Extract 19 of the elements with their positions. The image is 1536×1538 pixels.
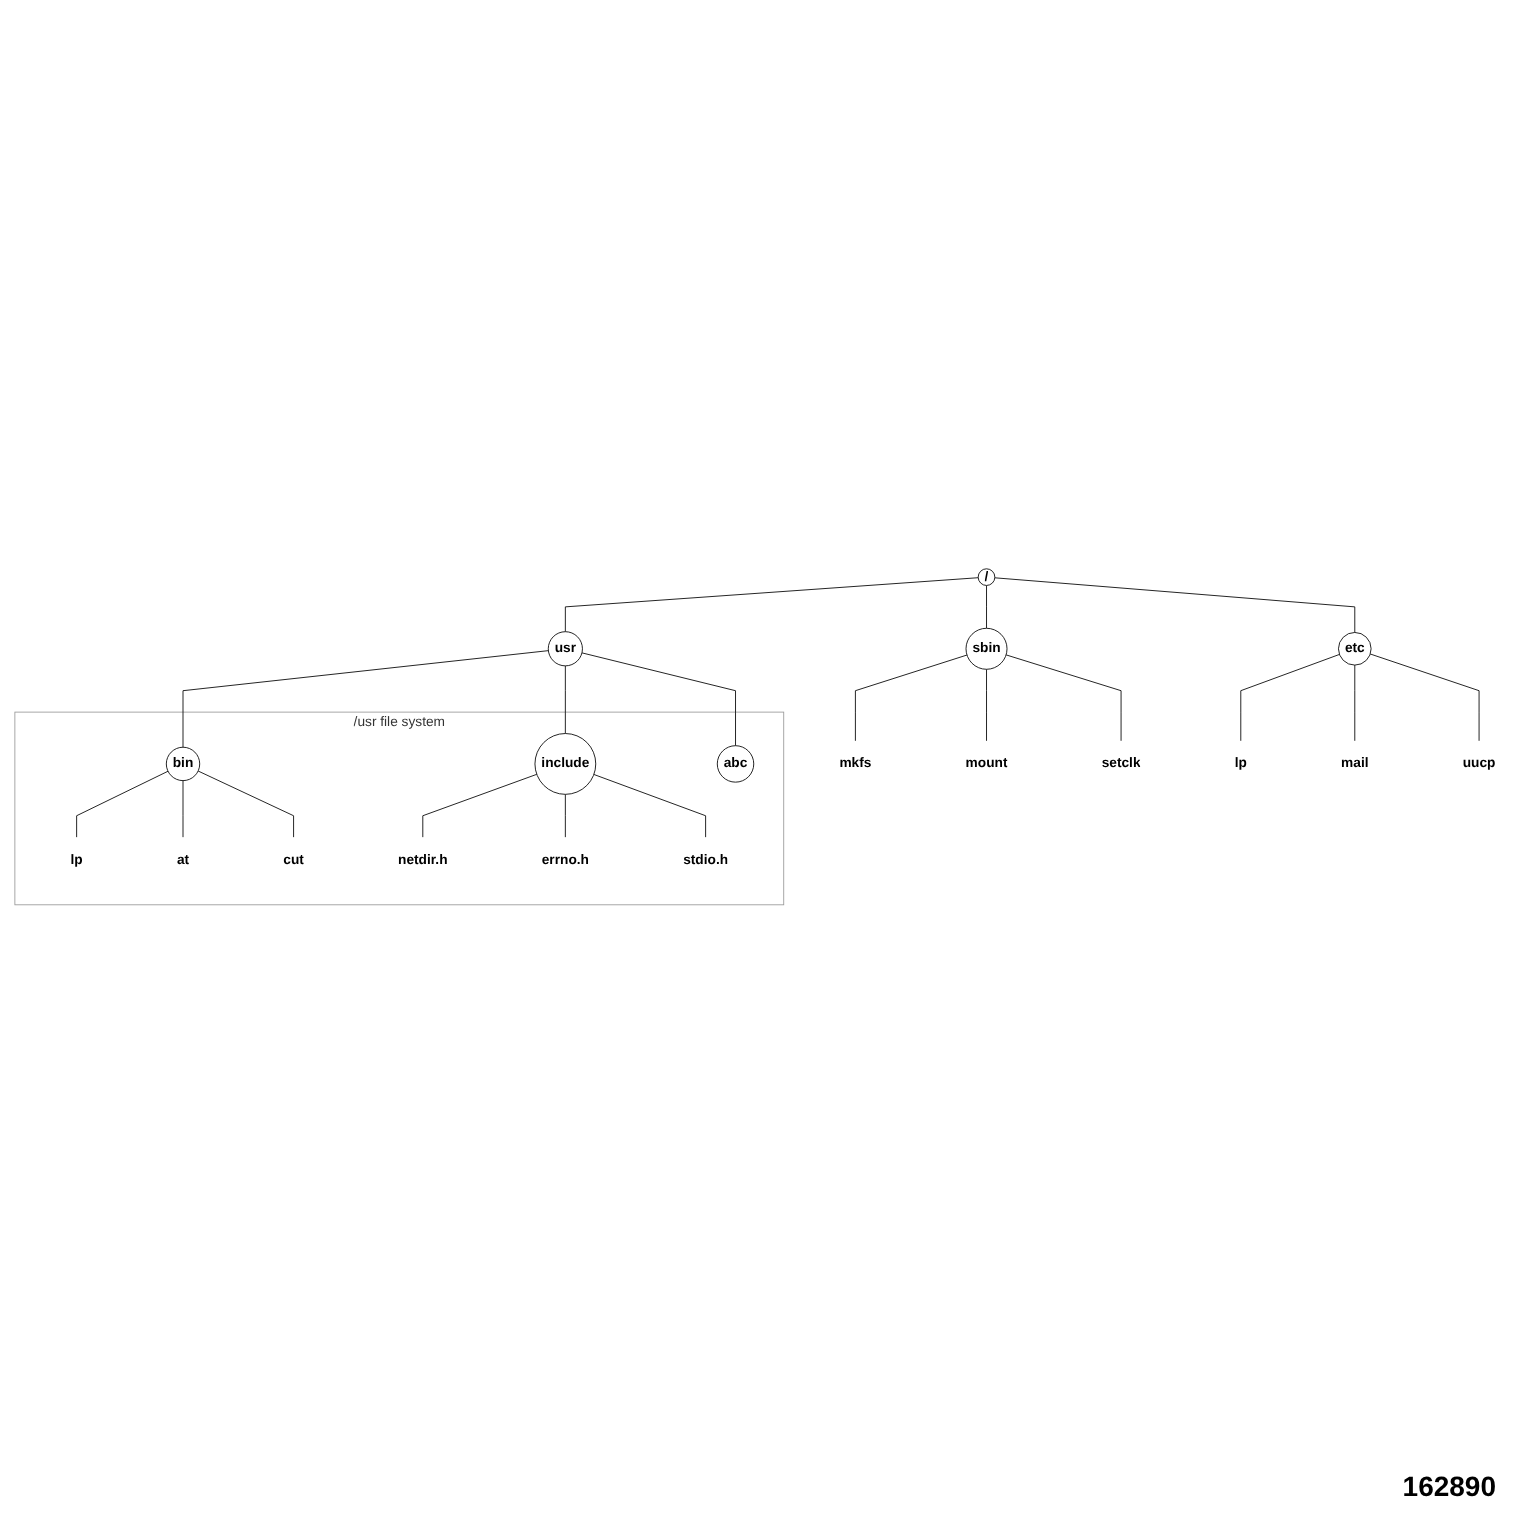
connector <box>197 769 294 837</box>
connector <box>564 664 566 734</box>
connector <box>986 584 987 628</box>
connector <box>986 668 987 741</box>
connector <box>994 576 1356 633</box>
connector <box>76 769 169 837</box>
connector <box>182 779 184 837</box>
figure-number: 162890 <box>1400 1470 1496 1502</box>
connector <box>593 773 707 837</box>
connector <box>182 649 549 747</box>
connector <box>564 793 566 837</box>
connector <box>422 773 538 837</box>
connector <box>854 653 968 741</box>
connector <box>1369 652 1480 741</box>
connector <box>1240 653 1340 741</box>
connector <box>581 651 736 746</box>
connector <box>564 576 979 632</box>
connector <box>1354 663 1356 741</box>
connector <box>1005 653 1122 741</box>
